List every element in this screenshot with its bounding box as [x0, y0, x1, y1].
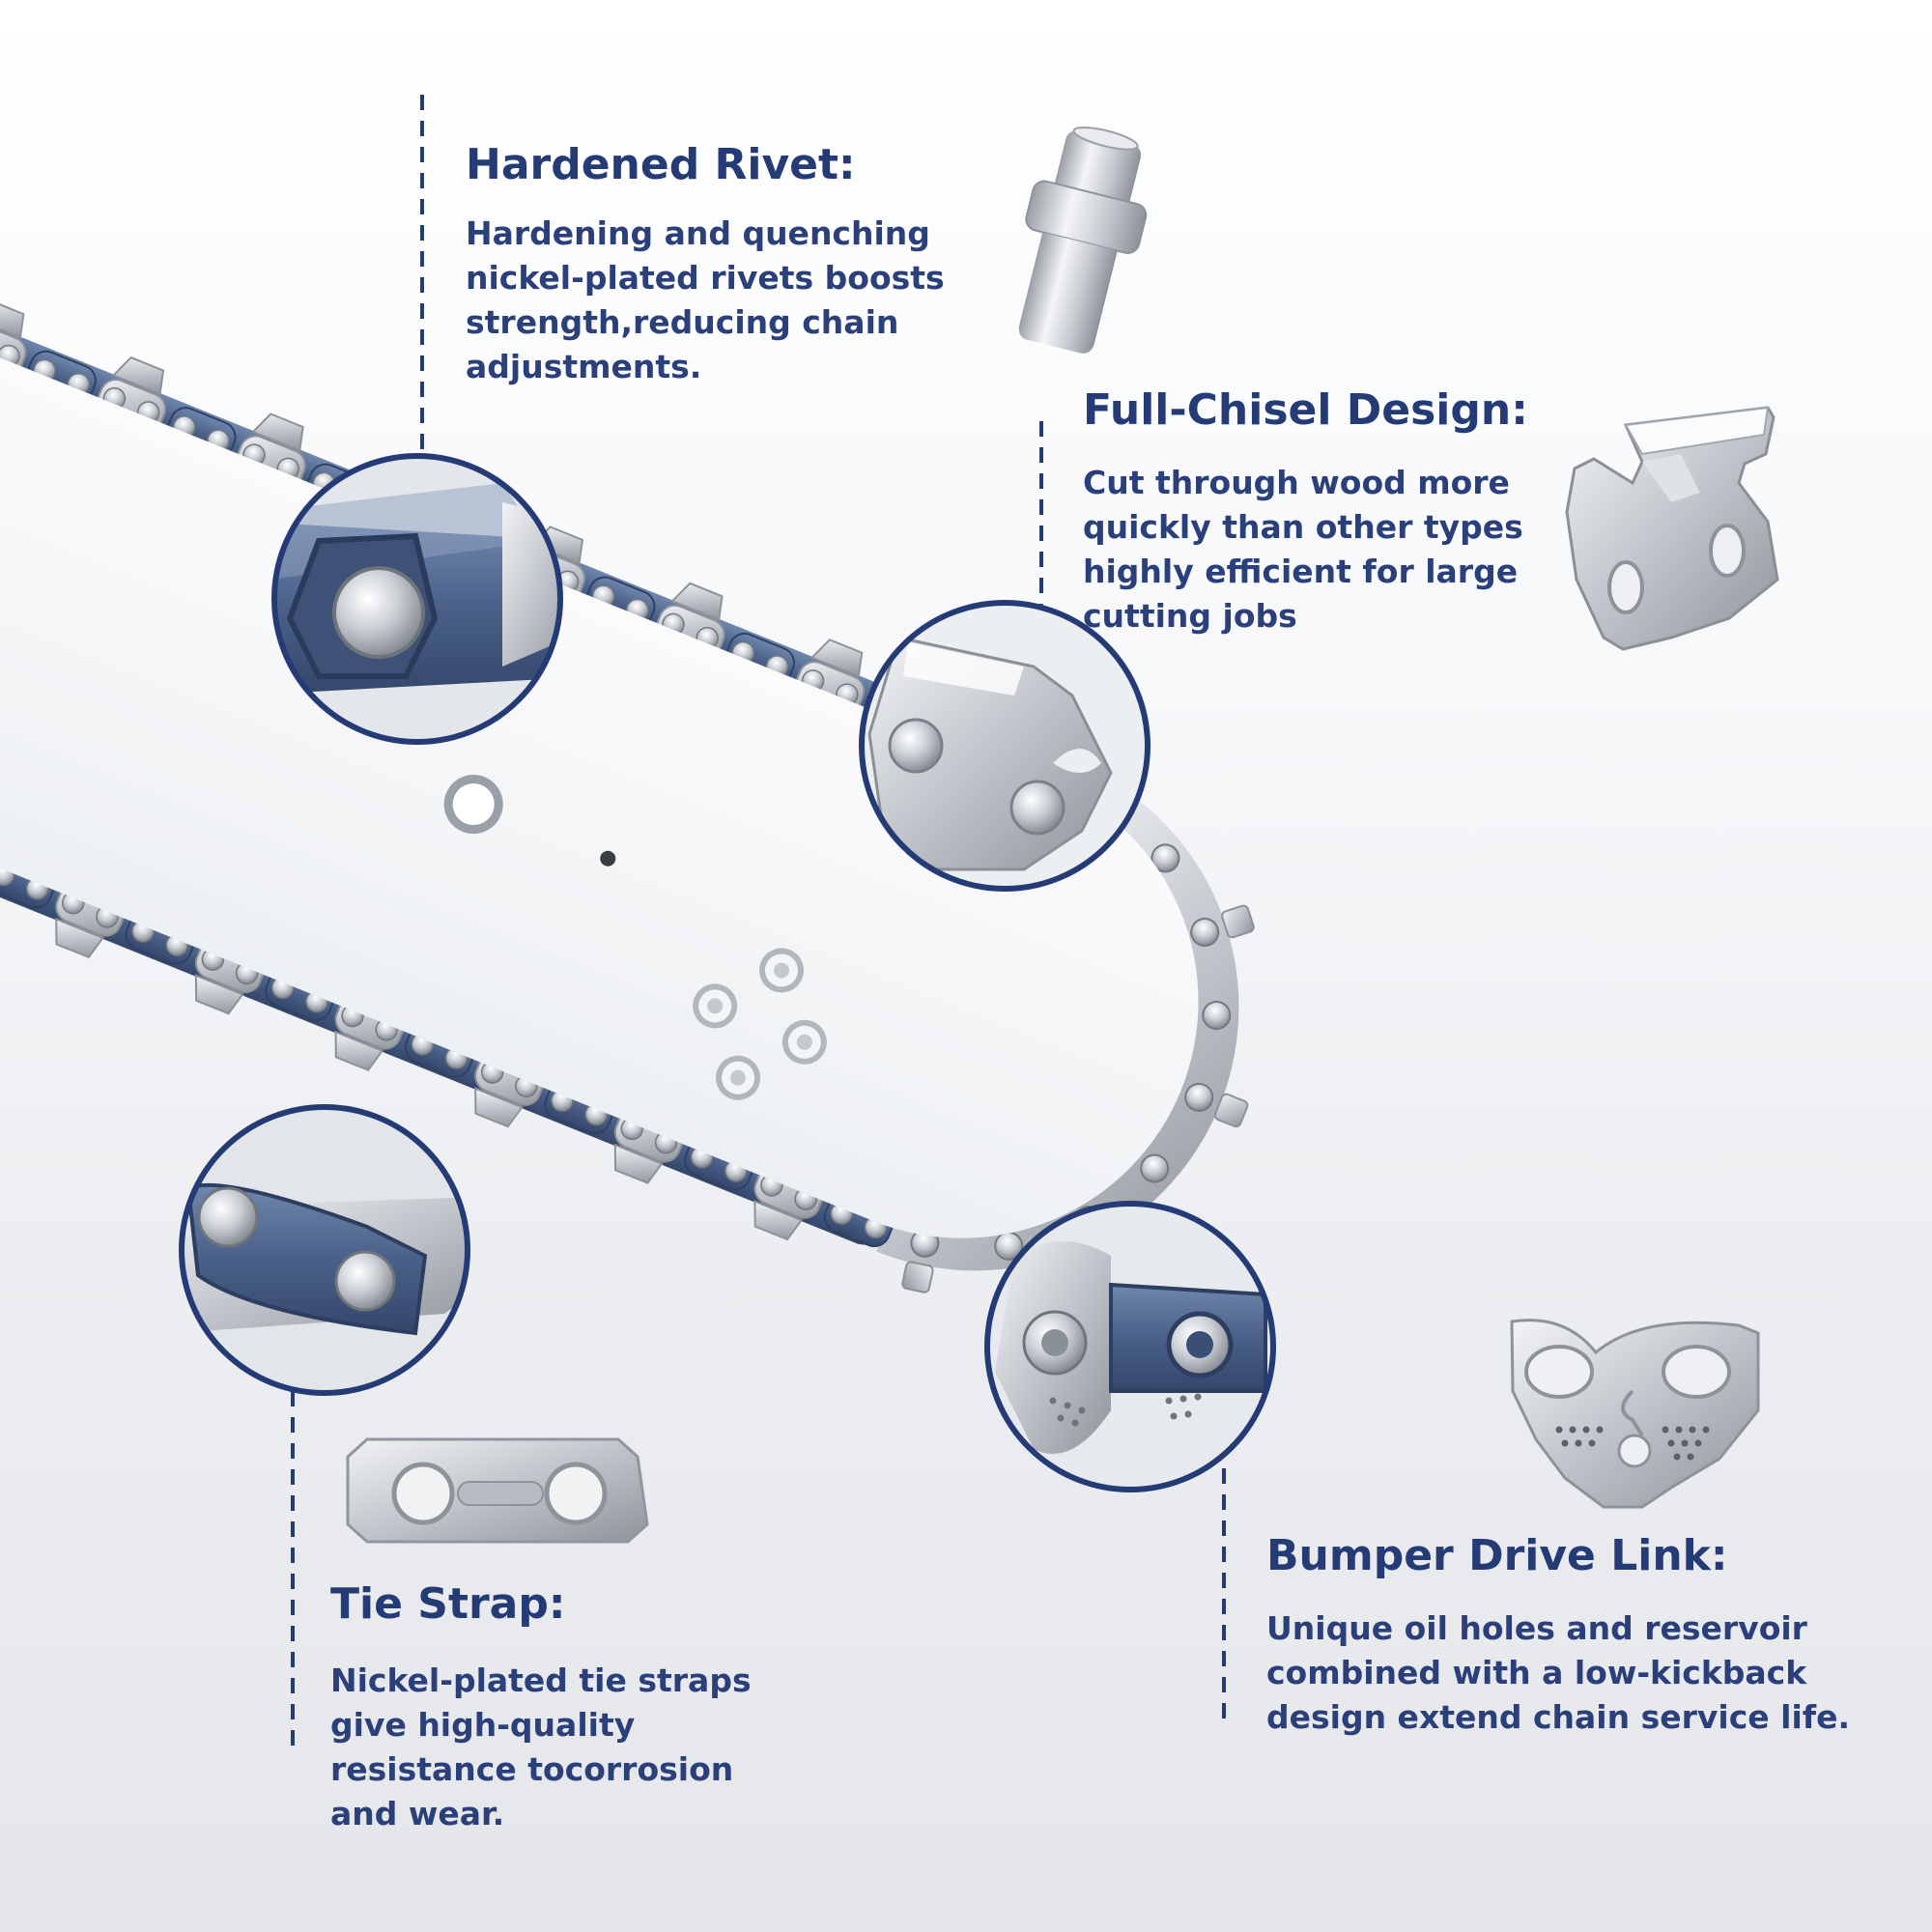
nose-chain-link [1140, 1153, 1170, 1183]
guide-bar [0, 279, 1199, 1238]
bumper-description: Unique oil holes and reservoir combined … [1266, 1608, 1851, 1736]
tie-strap-title: Tie Strap: [330, 1579, 566, 1629]
chisel-feature: Full-Chisel Design: Cut through wood mor… [1083, 385, 1624, 639]
bumper-drive-link-icon [1510, 1319, 1760, 1509]
nose-chain-link [1184, 1082, 1249, 1128]
chisel-cutter-icon [1565, 406, 1779, 651]
tie-strap-description: Nickel-plated tie straps give high-quali… [330, 1661, 752, 1833]
chisel-zoom-circle [859, 600, 1151, 892]
rivet-description: Hardening and quenching nickel-plated ri… [466, 213, 945, 385]
tie-strap-icon [346, 1437, 649, 1544]
bumper-title: Bumper Drive Link: [1266, 1531, 1728, 1580]
chisel-title: Full-Chisel Design: [1083, 385, 1528, 435]
nose-chain-link [1190, 904, 1255, 948]
tie-strap-zoom-circle [179, 1104, 470, 1396]
nose-chain-link [1151, 843, 1180, 873]
rivet-zoom-circle [271, 453, 563, 745]
tie-strap-feature: Tie Strap: Nickel-plated tie straps give… [330, 1579, 794, 1836]
nose-chain-link [1202, 1001, 1232, 1031]
rivet-feature: Hardened Rivet: Hardening and quenching … [466, 140, 1007, 389]
bumper-zoom-circle [984, 1201, 1276, 1492]
rivet-title: Hardened Rivet: [466, 140, 856, 189]
bumper-feature: Bumper Drive Link: Unique oil holes and … [1266, 1531, 1904, 1740]
chisel-description: Cut through wood more quickly than other… [1083, 463, 1523, 635]
nose-chain-link [901, 1228, 940, 1293]
rivet-icon [1018, 126, 1148, 354]
